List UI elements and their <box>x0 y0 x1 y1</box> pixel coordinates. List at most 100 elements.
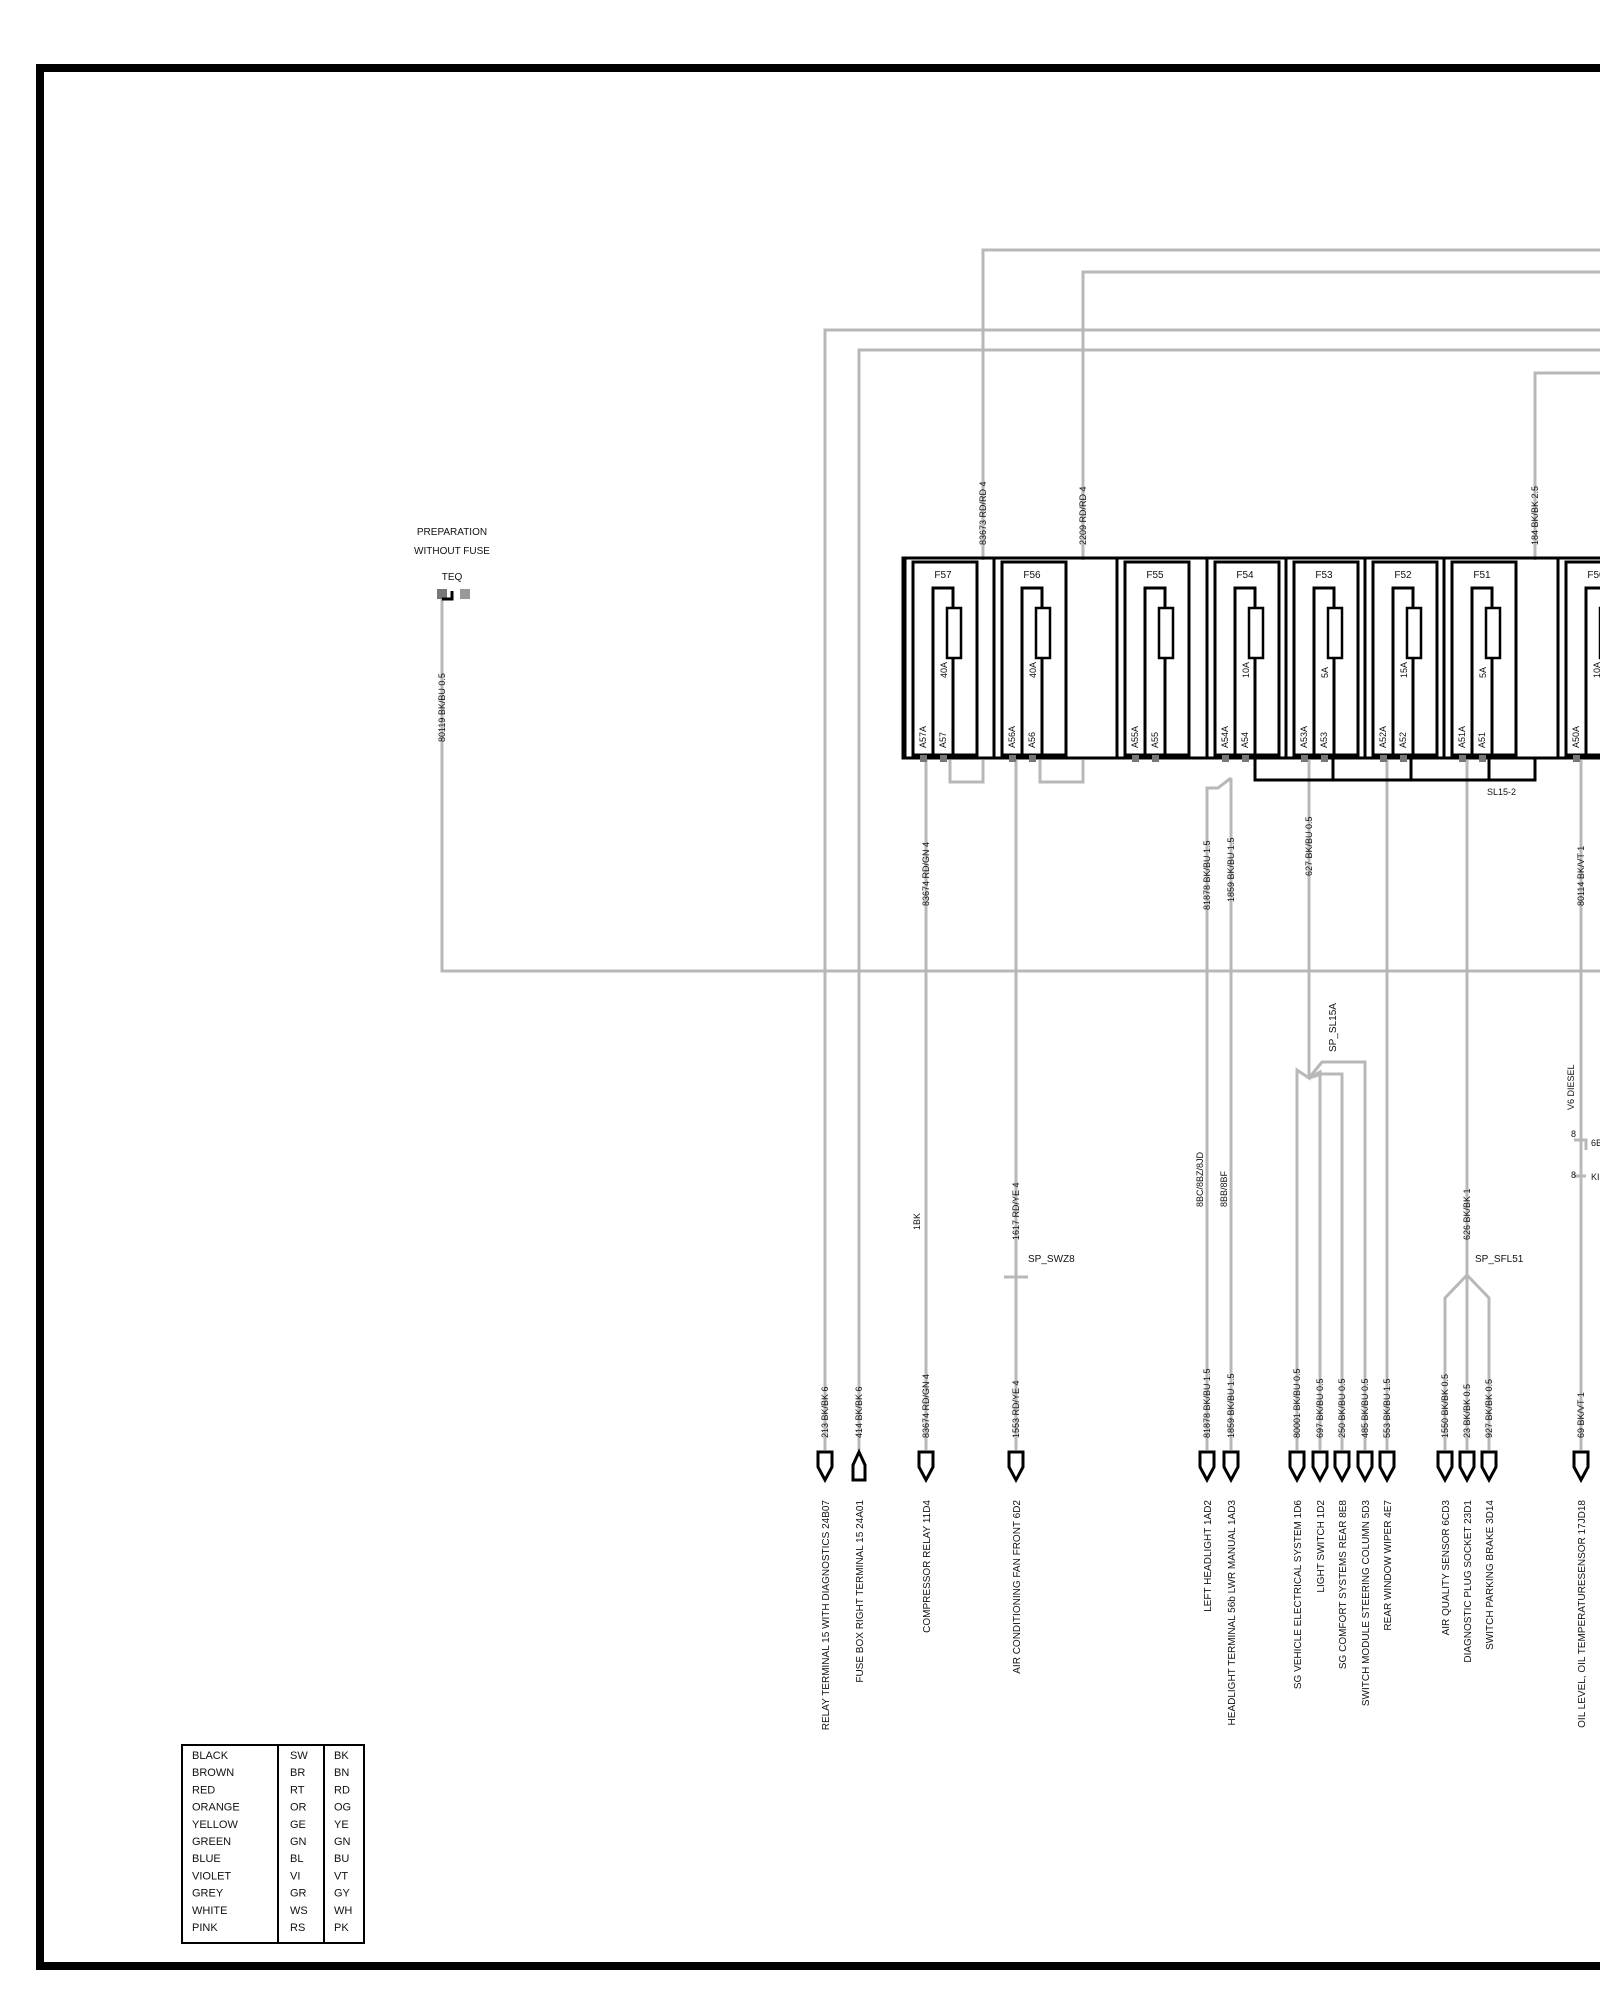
terminal-wire-label: 23 BK/BK 0.5 <box>1462 1384 1472 1438</box>
fuse-name: F56 <box>1023 570 1041 581</box>
terminal-wire-label: 213 BK/BK 6 <box>820 1386 830 1438</box>
wire-2209 <box>1081 270 1600 560</box>
fuse-rating: 5A <box>1320 667 1330 678</box>
fuse-pin-label: A56A <box>1007 726 1017 748</box>
fuse-pin <box>1301 755 1308 762</box>
fuse-f53: F53 5A A53A A53 <box>1284 558 1360 762</box>
teq-label: TEQ <box>442 572 463 583</box>
fuse-housing <box>911 560 979 757</box>
fuse-pin-label: A51A <box>1457 726 1467 748</box>
note-wire-1617: 1617 RD/YE 4 <box>1011 1182 1021 1240</box>
terminal-destination-label: OIL LEVEL, OIL TEMPERATURESENSOR 17JD18 <box>1577 1500 1588 1728</box>
prep-label-line2: WITHOUT FUSE <box>414 546 490 557</box>
fuse-name: F53 <box>1315 570 1333 581</box>
legend-cell: PINK <box>192 1922 218 1934</box>
note-wire-626: 626 BK/BK 1 <box>1462 1188 1472 1240</box>
note-v6-diesel: V6 DIESEL <box>1566 1064 1576 1110</box>
terminal-destination-label: SG VEHICLE ELECTRICAL SYSTEM 1D6 <box>1293 1500 1304 1690</box>
terminal-wire-label: 69 BK/VT 1 <box>1576 1392 1586 1438</box>
fuse-pin <box>1321 755 1328 762</box>
terminal-symbol <box>1572 1450 1590 1484</box>
fuse-pin-label: A53 <box>1319 732 1329 748</box>
terminal-symbol <box>1311 1450 1329 1484</box>
legend-cell: VIOLET <box>192 1870 231 1882</box>
fuse-housing <box>1292 560 1360 757</box>
legend-cell: WS <box>290 1905 308 1917</box>
terminal-symbol <box>1378 1450 1396 1484</box>
fuse-f50: F5010AA50A <box>1556 558 1600 762</box>
bus-label: SL15-2 <box>1487 787 1516 797</box>
legend-cell: GY <box>334 1888 351 1900</box>
legend-cell: YELLOW <box>192 1819 238 1831</box>
v6-code-1: 6B <box>1591 1138 1600 1148</box>
wire-81878 <box>1205 776 1232 1450</box>
terminal-symbol <box>1333 1450 1351 1484</box>
terminal-symbol <box>1356 1450 1374 1484</box>
fuse-name: F54 <box>1236 570 1254 581</box>
terminal-wire-label: 1550 BK/BK 0.5 <box>1440 1374 1450 1438</box>
fuse-rating: 5A <box>1478 667 1488 678</box>
top-wire-label-1: 83673 RD/RD 4 <box>978 481 988 545</box>
legend-cell: PK <box>334 1922 349 1934</box>
fuse-element <box>1405 606 1423 660</box>
terminal-destination-label: COMPRESSOR RELAY 11D4 <box>922 1500 933 1633</box>
legend-cell: WH <box>334 1905 352 1917</box>
legend-cell: YE <box>334 1819 349 1831</box>
fuse-pin-label: A50A <box>1571 726 1581 748</box>
terminal-symbol <box>1007 1450 1025 1484</box>
legend-cell: BU <box>334 1853 349 1865</box>
legend-cell: BLUE <box>192 1853 221 1865</box>
fuse-rating: 15A <box>1399 662 1409 678</box>
fuse-pin-label: A52 <box>1398 732 1408 748</box>
terminal-symbol <box>1480 1450 1498 1484</box>
fuse-element-path <box>1391 586 1415 754</box>
terminal-symbol <box>1288 1450 1306 1484</box>
branch-wires <box>924 760 1583 1450</box>
fuse-housing <box>1450 560 1518 757</box>
v6-pin-1: 8 <box>1571 1129 1576 1139</box>
terminal-wire-label: 80001 BK/BU 0.5 <box>1292 1368 1302 1438</box>
terminal-destination-label: DIAGNOSTIC PLUG SOCKET 23D1 <box>1463 1500 1474 1663</box>
legend-cell: BLACK <box>192 1750 229 1762</box>
fuse-element-path <box>931 586 955 754</box>
legend-cell: BROWN <box>192 1767 234 1779</box>
fuse-pin <box>1573 755 1580 762</box>
fuse-pin-label: A53A <box>1299 726 1309 748</box>
fuse-rating: 10A <box>1592 662 1600 678</box>
fuse-pin <box>1380 755 1387 762</box>
fuse-box-outline <box>901 556 1600 760</box>
fuse-pin <box>1029 755 1036 762</box>
fuse-rating: 40A <box>1028 662 1038 678</box>
wire-485 <box>1307 1060 1367 1450</box>
fuse-pin <box>1152 755 1159 762</box>
fuse-element-path <box>1233 586 1257 754</box>
fuse-housing <box>1123 560 1191 757</box>
wire-627 <box>1295 760 1311 1450</box>
fuse-element <box>1034 606 1052 660</box>
fuse-name: F52 <box>1394 570 1412 581</box>
legend-cell: GN <box>290 1836 307 1848</box>
terminal-symbol <box>816 1450 834 1484</box>
wire-a56-loop <box>1038 760 1085 784</box>
terminal-destination-label: SWITCH MODULE STEERING COLUMN 5D3 <box>1361 1500 1372 1707</box>
top-wire-label-3: 184 BK/BK 2.5 <box>1530 486 1540 545</box>
mid-wire-label-1: 83674 RD/GN 4 <box>921 842 931 906</box>
fuse-housing <box>1564 560 1600 757</box>
legend-cell: GN <box>334 1836 351 1848</box>
terminal-destination-label: REAR WINDOW WIPER 4E7 <box>1383 1500 1394 1631</box>
fuse-pin-label: A51 <box>1477 732 1487 748</box>
mid-wire-label-4: 627 BK/BU 0.5 <box>1304 816 1314 876</box>
top-wire-label-2: 2209 RD/RD 4 <box>1078 486 1088 545</box>
legend-cell: GR <box>290 1888 307 1900</box>
